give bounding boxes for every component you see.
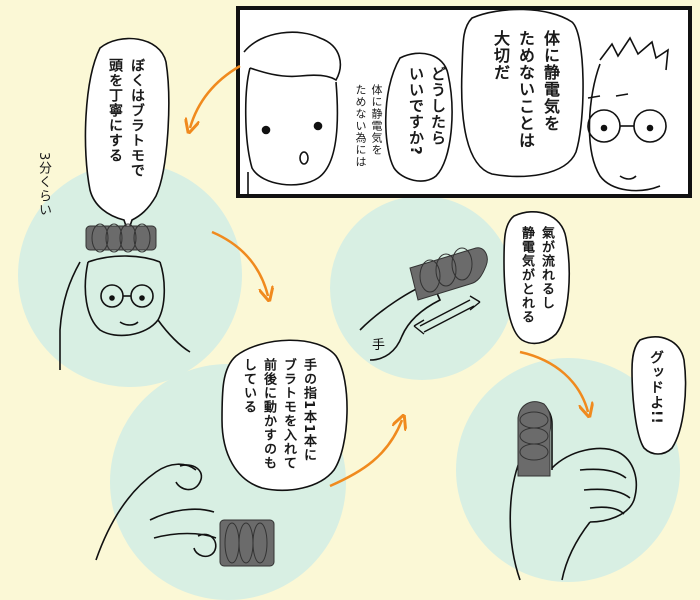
- boy-question-text: どうしたら いいですか?: [407, 66, 447, 156]
- step2-finger: [359, 280, 442, 361]
- arrow-step2-to-step4: [519, 350, 588, 412]
- step1-speech-bubble: [84, 37, 170, 235]
- step4-circle: [456, 358, 680, 582]
- boy-figure: [243, 31, 342, 196]
- arrow-panel-to-step1: [190, 64, 241, 128]
- step1-circle: [18, 163, 242, 387]
- step3-caption: 手の指1本1本に ブラトモを入れて 前後に動かすのも している: [241, 358, 316, 470]
- man-figure: [587, 36, 669, 192]
- step2-hand-label: 手: [372, 338, 386, 353]
- step4-thumbs-up: [509, 404, 638, 581]
- step3-brush: [219, 519, 275, 567]
- top-panel: [236, 6, 692, 198]
- step1-brush: [85, 223, 157, 253]
- step2-brush: [409, 247, 488, 301]
- step2-caption: 氣が流れるし 静電気がとれる: [519, 226, 554, 324]
- step1-caption: ぼくはブラトモで 頭を丁寧にする: [107, 58, 145, 178]
- man-answer-text: 体に静電気を ためないことは 大切だ: [491, 30, 560, 149]
- man-speech-bubble: [460, 8, 584, 178]
- step4-caption: グッドよ!!: [648, 350, 664, 425]
- flow-arrows: [190, 64, 588, 488]
- step1-duration: 3分くらい: [36, 152, 51, 218]
- boy-note-text: 体に静電気を ためない為には: [354, 84, 383, 168]
- step1-man-figure: [59, 255, 191, 370]
- step2-motion-arrow: [413, 295, 481, 335]
- arrow-step3-to-step2: [329, 420, 402, 488]
- arrow-step1-to-step2: [211, 230, 268, 296]
- step3-hand: [95, 463, 217, 561]
- step2-speech-bubble: [503, 211, 570, 345]
- step4-brush: [517, 401, 552, 477]
- step4-speech-bubble: [631, 336, 687, 455]
- step3-speech-bubble: [221, 339, 348, 491]
- boy-speech-bubble: [384, 52, 453, 182]
